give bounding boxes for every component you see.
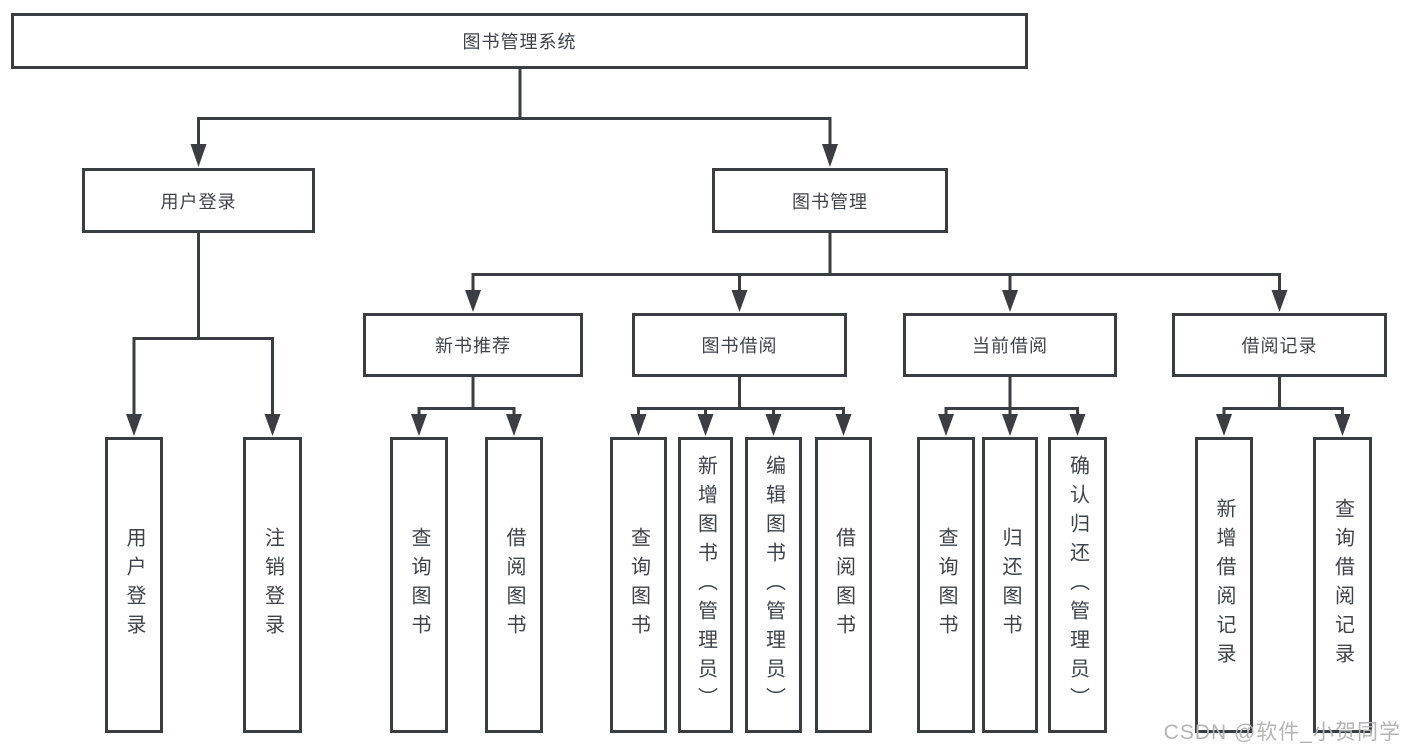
leaf-add-borrow-record: 新增借阅记录 <box>1195 437 1253 733</box>
leaf-query-borrow-record: 查询借阅记录 <box>1313 437 1372 733</box>
leaf-label: 新增图书（管理员） <box>694 454 717 716</box>
leaf-borrow-books-recommend: 借阅图书 <box>485 437 543 733</box>
leaf-label: 查询借阅记录 <box>1331 498 1354 672</box>
leaf-label: 用户登录 <box>123 527 145 643</box>
node-label: 新书推荐 <box>435 336 511 356</box>
leaf-confirm-return-admin: 确认归还（管理员） <box>1048 437 1107 733</box>
csdn-watermark: CSDN @软件_小贺同学 <box>1163 721 1401 744</box>
node-label: 借阅记录 <box>1241 336 1318 356</box>
node-label: 当前借阅 <box>972 336 1048 356</box>
leaf-logout: 注销登录 <box>243 437 302 733</box>
leaf-label: 新增借阅记录 <box>1213 498 1235 672</box>
node-library-management-system: 图书管理系统 <box>11 13 1028 69</box>
leaf-label: 借阅图书 <box>832 527 855 643</box>
leaf-label: 注销登录 <box>261 527 284 643</box>
node-borrowing-records: 借阅记录 <box>1172 313 1387 377</box>
leaf-query-books-current: 查询图书 <box>917 437 975 733</box>
node-new-book-recommendation: 新书推荐 <box>363 313 583 377</box>
leaf-edit-books-admin: 编辑图书（管理员） <box>745 437 802 733</box>
leaf-label: 查询图书 <box>627 527 650 643</box>
leaf-label: 归还图书 <box>999 527 1021 643</box>
node-current-borrowing: 当前借阅 <box>903 313 1117 377</box>
leaf-borrow-books: 借阅图书 <box>815 437 872 733</box>
leaf-return-books: 归还图书 <box>982 437 1038 733</box>
leaf-query-books-recommend: 查询图书 <box>390 437 448 733</box>
leaf-label: 查询图书 <box>935 527 957 643</box>
node-label: 用户登录 <box>160 191 237 212</box>
node-label: 图书借阅 <box>701 336 778 356</box>
node-book-management: 图书管理 <box>712 168 948 233</box>
node-user-login: 用户登录 <box>82 168 315 233</box>
node-label: 图书管理 <box>792 191 868 212</box>
node-label: 图书管理系统 <box>462 32 577 52</box>
arrowheads <box>126 144 1351 436</box>
leaf-label: 确认归还（管理员） <box>1066 454 1089 716</box>
leaf-label: 编辑图书（管理员） <box>762 454 785 716</box>
leaf-user-login: 用户登录 <box>105 437 163 733</box>
leaf-add-books-admin: 新增图书（管理员） <box>678 437 733 733</box>
leaf-label: 查询图书 <box>408 527 430 643</box>
node-book-borrowing: 图书借阅 <box>632 313 847 377</box>
leaf-label: 借阅图书 <box>503 527 525 643</box>
leaf-query-books-borrow: 查询图书 <box>610 437 667 733</box>
